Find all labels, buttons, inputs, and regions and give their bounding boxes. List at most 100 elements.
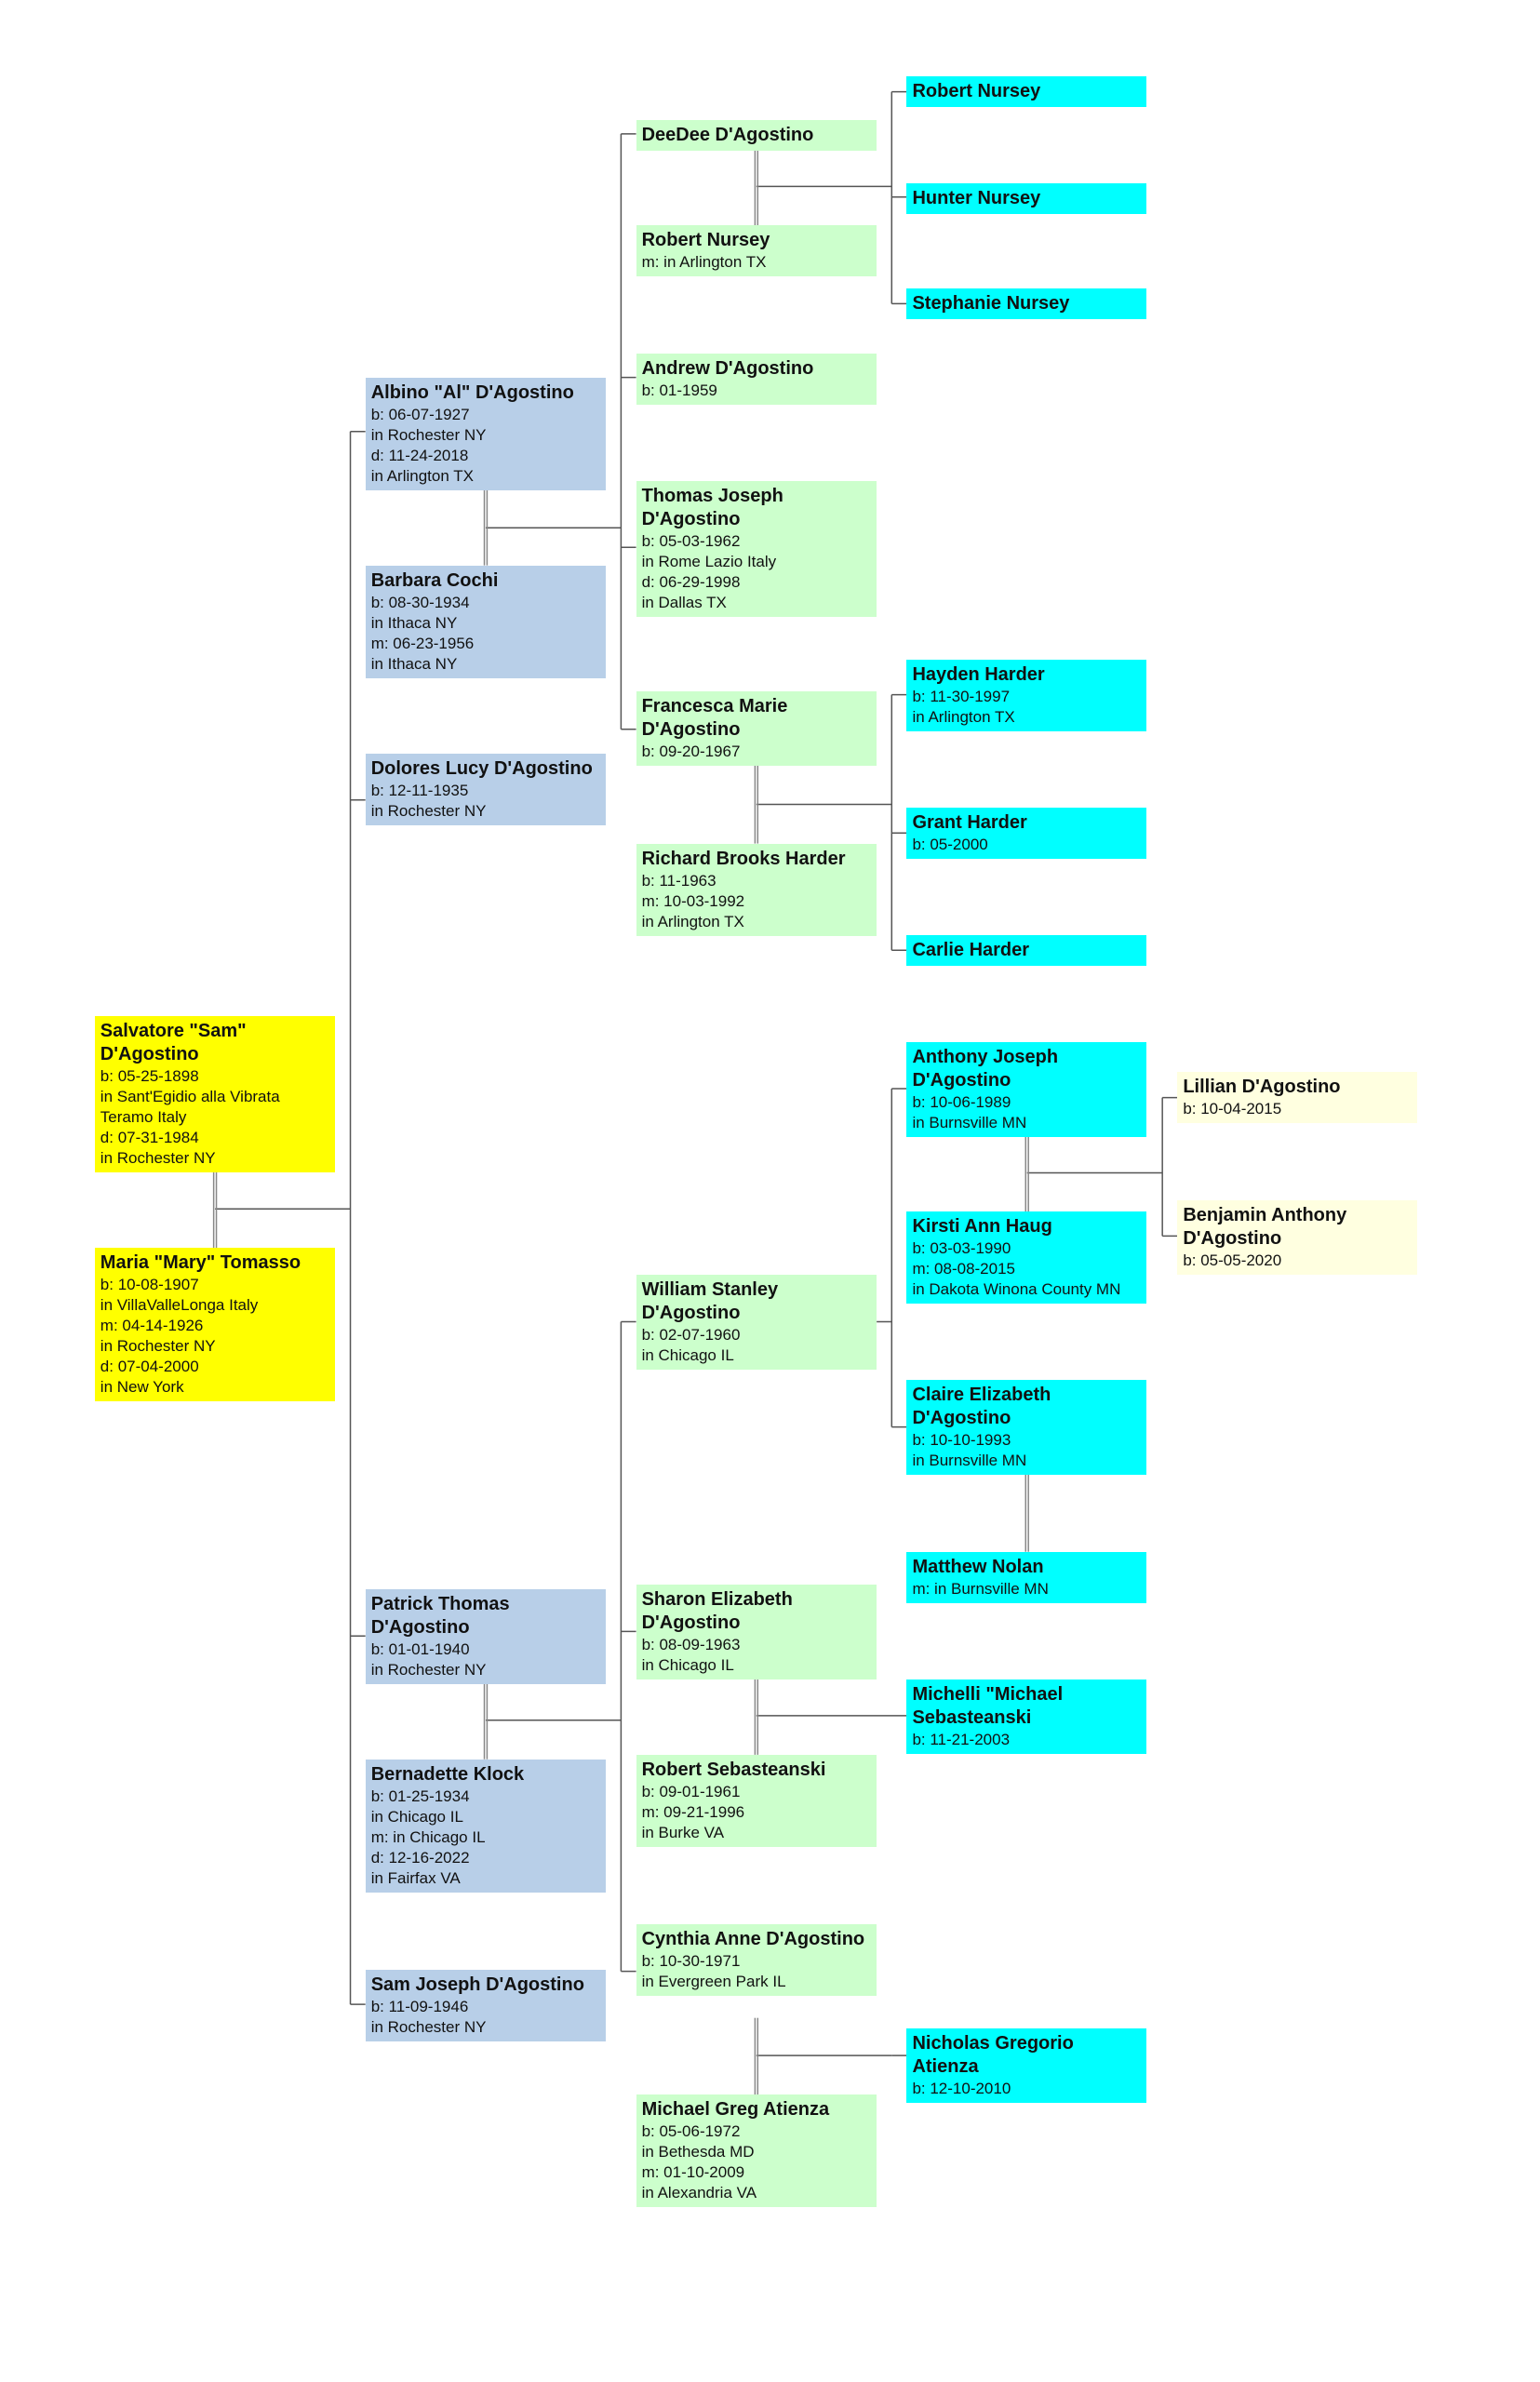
person-detail: in Arlington TX (370, 466, 474, 485)
person-name: Stephanie Nursey (912, 293, 1070, 314)
person-detail: b: 01-25-1934 (370, 1786, 470, 1805)
person-detail: in Ithaca NY (370, 613, 458, 632)
person-detail: b: 01-1959 (641, 381, 717, 399)
person-name: DeeDee D'Agostino (641, 125, 814, 146)
person-detail: in Dallas TX (641, 594, 727, 612)
person-detail: in Arlington TX (641, 912, 744, 930)
person-detail: m: in Arlington TX (641, 253, 767, 272)
person-name: Matthew Nolan (912, 1556, 1044, 1577)
person-name: Benjamin Anthony D'Agostino (1183, 1204, 1347, 1249)
person-detail: b: 06-07-1927 (370, 405, 470, 423)
person-name: Nicholas Gregorio Atienza (912, 2032, 1074, 2077)
person-detail: b: 05-03-1962 (641, 532, 741, 551)
person-box[interactable]: Hayden Harder b: 11-30-1997 in Arlington T… (906, 660, 1147, 732)
person-box[interactable]: Hunter Nursey (906, 183, 1147, 215)
person-detail: b: 03-03-1990 (912, 1239, 1011, 1258)
person-detail: in Chicago IL (641, 1346, 734, 1365)
person-name: Hayden Harder (912, 664, 1045, 686)
person-detail: d: 12-16-2022 (370, 1848, 470, 1867)
person-detail: b: 05-2000 (912, 835, 988, 853)
person-detail: b: 01-01-1940 (370, 1640, 470, 1659)
person-detail: m: 01-10-2009 (641, 2163, 745, 2182)
person-box[interactable]: DeeDee D'Agostino (636, 120, 877, 152)
person-name: William Stanley D'Agostino (641, 1279, 779, 1324)
person-detail: in Evergreen Park IL (641, 1973, 786, 1991)
person-name: Francesca Marie D'Agostino (641, 696, 788, 741)
person-box[interactable]: Stephanie Nursey (906, 288, 1147, 320)
person-box[interactable]: Robert Nursey m: in Arlington TX (636, 225, 877, 277)
person-name: Robert Nursey (912, 81, 1041, 102)
person-detail: m: 04-14-1926 (100, 1317, 204, 1335)
person-detail: in Rochester NY (370, 425, 487, 444)
person-detail: in New York (100, 1378, 184, 1397)
person-box[interactable]: Thomas Joseph D'Agostino b: 05-03-1962 in … (636, 481, 877, 618)
person-detail: d: 07-04-2000 (100, 1358, 199, 1376)
person-detail: b: 11-21-2003 (912, 1731, 1011, 1749)
person-detail: b: 05-05-2020 (1183, 1251, 1282, 1269)
person-detail: m: 09-21-1996 (641, 1802, 745, 1821)
person-name: Thomas Joseph D'Agostino (641, 486, 783, 530)
person-name: Grant Harder (912, 811, 1027, 833)
person-name: Robert Nursey (641, 230, 770, 251)
person-detail: d: 07-31-1984 (100, 1129, 199, 1147)
person-name: Albino "Al" D'Agostino (370, 381, 574, 403)
person-name: Andrew D'Agostino (641, 357, 814, 379)
person-detail: in Rochester NY (370, 801, 487, 820)
person-detail: in Burke VA (641, 1823, 725, 1841)
person-name: Sam Joseph D'Agostino (370, 1974, 584, 1995)
person-detail: b: 08-09-1963 (641, 1636, 741, 1654)
person-detail: in Arlington TX (912, 708, 1015, 727)
person-box[interactable]: Robert Nursey (906, 76, 1147, 108)
person-name: Bernadette Klock (370, 1763, 525, 1785)
person-box[interactable]: Benjamin Anthony D'Agostino b: 05-05-2020 (1177, 1199, 1418, 1275)
person-box[interactable]: Andrew D'Agostino b: 01-1959 (636, 353, 877, 405)
person-detail: m: in Chicago IL (370, 1827, 486, 1846)
person-detail: m: in Burnsville MN (912, 1579, 1049, 1598)
person-detail: b: 11-09-1946 (370, 1997, 469, 2015)
person-name: Michael Greg Atienza (641, 2099, 830, 2121)
person-detail: in Rochester NY (370, 2017, 487, 2036)
person-box[interactable]: Grant Harder b: 05-2000 (906, 807, 1147, 859)
person-detail: in Bethesda MD (641, 2143, 755, 2161)
person-name: Barbara Cochi (370, 569, 499, 591)
person-detail: m: 10-03-1992 (641, 891, 745, 910)
person-detail: in Rochester NY (370, 1661, 487, 1679)
person-name: Patrick Thomas D'Agostino (370, 1594, 510, 1639)
person-box[interactable]: Carlie Harder (906, 935, 1147, 967)
person-detail: in Fairfax VA (370, 1868, 461, 1887)
person-detail: in Burnsville MN (912, 1452, 1027, 1470)
person-detail: in Ithaca NY (370, 654, 458, 673)
person-name: Richard Brooks Harder (641, 848, 846, 869)
person-detail: b: 10-06-1989 (912, 1092, 1011, 1111)
person-detail: b: 05-06-1972 (641, 2122, 741, 2141)
person-box[interactable]: Sam Joseph D'Agostino b: 11-09-1946 in Roc… (365, 1969, 606, 2041)
person-box[interactable]: Matthew Nolan m: in Burnsville MN (906, 1551, 1147, 1603)
person-name: Dolores Lucy D'Agostino (370, 757, 593, 779)
person-detail: m: 08-08-2015 (912, 1260, 1016, 1278)
person-box[interactable]: Albino "Al" D'Agostino b: 06-07-1927 in Ro… (365, 377, 606, 490)
person-detail: in Alexandria VA (641, 2184, 757, 2202)
person-detail: b: 11-30-1997 (912, 688, 1011, 706)
person-detail: in Dakota Winona County MN (912, 1280, 1121, 1299)
person-name: Claire Elizabeth D'Agostino (912, 1385, 1051, 1429)
